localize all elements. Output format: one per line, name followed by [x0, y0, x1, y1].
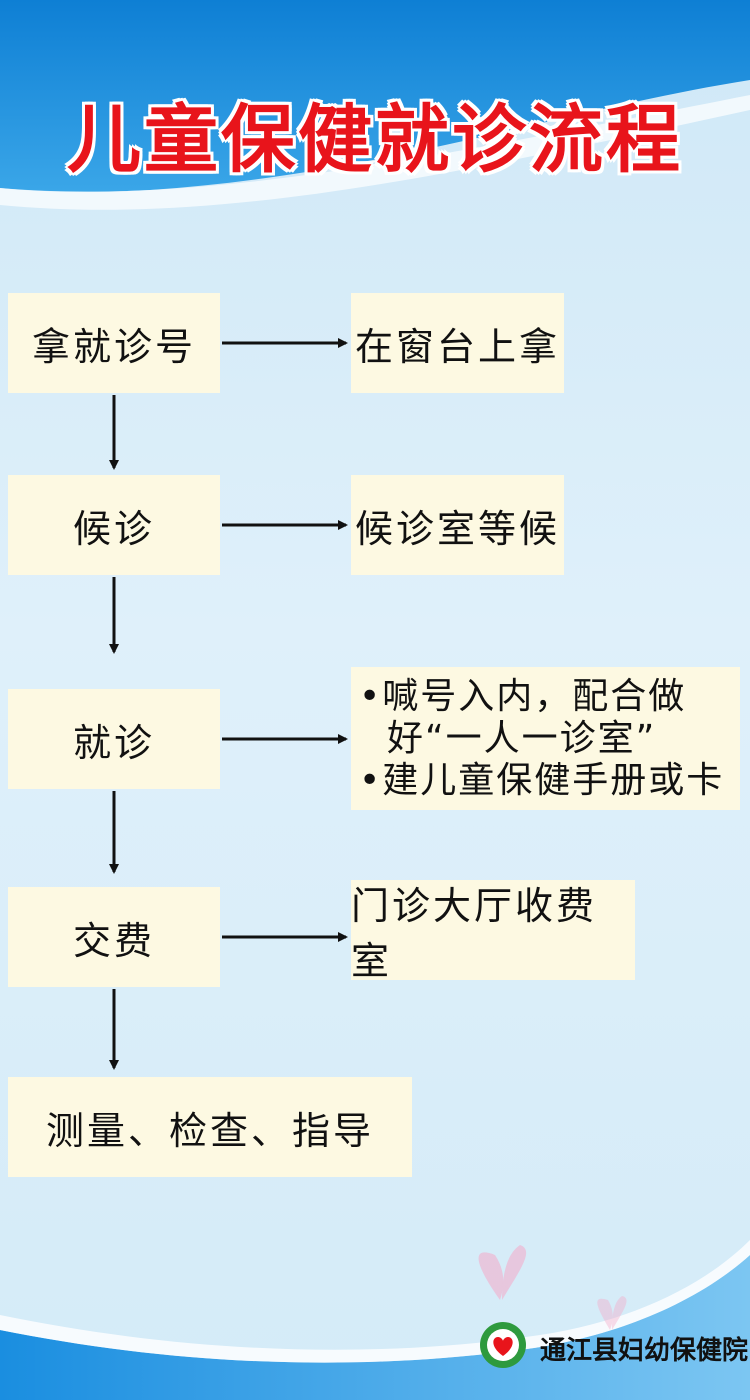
step-label: 候诊 — [72, 506, 155, 551]
step-note: 在窗台上拿 — [354, 324, 560, 369]
butterfly-icon — [478, 1245, 527, 1300]
step-note: 门诊大厅收费室 — [351, 884, 598, 983]
step-label: 测量、检查、指导 — [45, 1108, 374, 1153]
note-box-take-number: 在窗台上拿 — [351, 293, 564, 393]
hospital-logo — [480, 1322, 526, 1368]
step-box-examination: 测量、检查、指导 — [8, 1077, 412, 1177]
step-note-line: •建儿童保健手册或卡 — [359, 759, 725, 801]
step-label: 就诊 — [72, 720, 155, 765]
step-note: 候诊室等候 — [354, 506, 560, 551]
step-box-take-number: 拿就诊号 — [8, 293, 220, 393]
organization-name: 通江县妇幼保健院 — [540, 1336, 749, 1366]
note-box-waiting: 候诊室等候 — [351, 475, 564, 575]
page-title: 儿童保健就诊流程 — [67, 97, 683, 183]
step-box-consultation: 就诊 — [8, 689, 220, 789]
step-note-line: 好“一人一诊室” — [387, 717, 657, 759]
note-box-consultation: •喊号入内，配合做 好“一人一诊室” •建儿童保健手册或卡 — [351, 667, 740, 810]
step-note-line: •喊号入内，配合做 — [359, 675, 687, 717]
step-box-payment: 交费 — [8, 887, 220, 987]
step-label: 拿就诊号 — [31, 324, 196, 369]
step-box-waiting: 候诊 — [8, 475, 220, 575]
note-box-payment: 门诊大厅收费室 — [351, 880, 635, 983]
step-label: 交费 — [72, 918, 155, 963]
